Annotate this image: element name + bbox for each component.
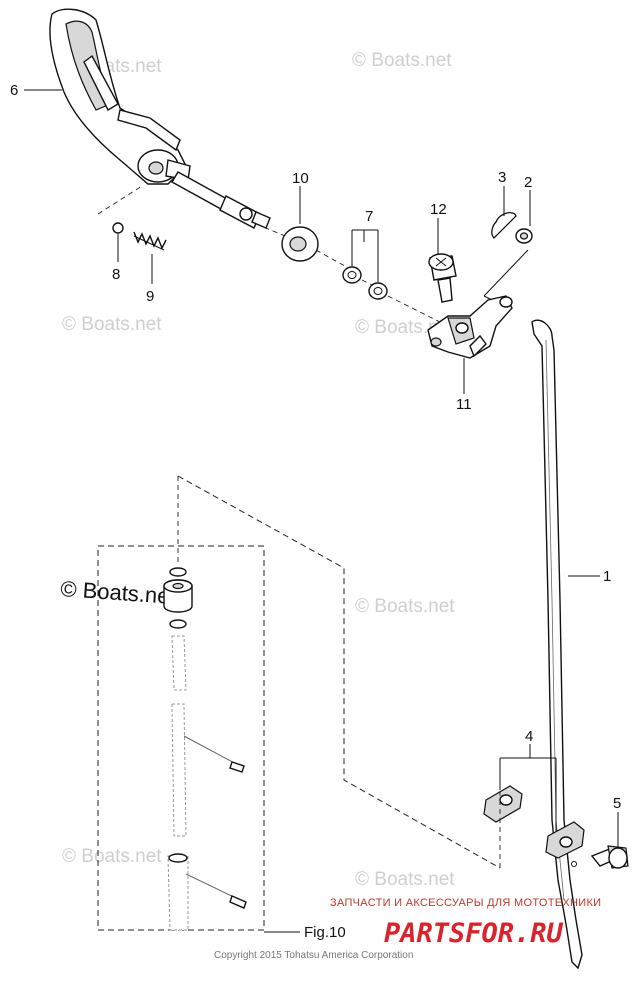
callout-1: 1 — [603, 568, 611, 585]
watermark: © Boats.net — [355, 869, 455, 890]
washers-small — [342, 266, 388, 300]
callout-5: 5 — [613, 795, 621, 812]
cotter-pin — [491, 211, 517, 239]
watermark: © Boats.net — [62, 314, 162, 335]
banner-logo: PARTSFOR.RU — [384, 918, 564, 949]
detent-ball — [112, 222, 124, 234]
watermark: © Boats.net — [352, 50, 452, 71]
callout-10: 10 — [292, 170, 309, 187]
washer-2 — [515, 228, 533, 244]
callout-8: 8 — [112, 266, 120, 283]
callout-2: 2 — [524, 174, 532, 191]
callout-12: 12 — [430, 201, 447, 218]
banner-tagline: ЗАПЧАСТИ И АКСЕССУАРЫ ДЛЯ МОТОТЕХНИКИ — [330, 897, 601, 909]
detent-spring — [133, 231, 167, 251]
callout-6: 6 — [10, 82, 18, 99]
bolt-12 — [428, 253, 457, 303]
washer-large — [281, 226, 319, 262]
watermark-dark: © Boats.net — [60, 576, 177, 609]
callout-9: 9 — [146, 288, 154, 305]
box-components — [163, 567, 247, 931]
bolt-5 — [590, 845, 629, 869]
shift-bracket — [427, 295, 513, 359]
watermark: © Boats.net — [355, 596, 455, 617]
callout-4: 4 — [525, 728, 533, 745]
watermark: © Boats.net — [62, 846, 162, 867]
copyright-notice: Copyright 2015 Tohatsu America Corporati… — [214, 950, 413, 961]
lever-shaft — [171, 171, 271, 229]
callout-11: 11 — [456, 396, 472, 413]
rod-clip — [483, 785, 585, 859]
callout-7: 7 — [365, 208, 373, 225]
shift-lever-handle — [49, 8, 191, 185]
shift-rod — [531, 319, 583, 970]
callout-3: 3 — [498, 169, 506, 186]
figure-reference: Fig.10 — [304, 924, 346, 941]
